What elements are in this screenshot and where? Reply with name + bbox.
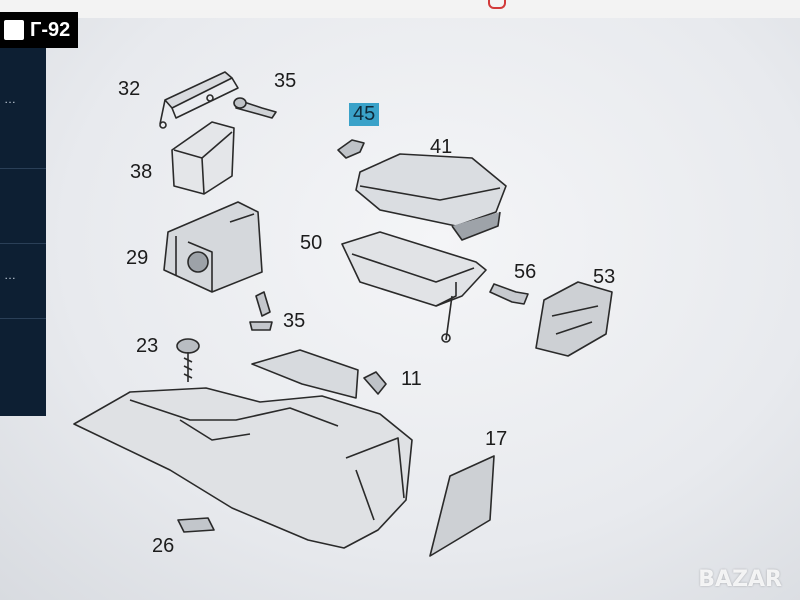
sidebar-divider <box>0 168 46 169</box>
menu-dots-icon[interactable]: … <box>4 92 17 106</box>
label-26: 26 <box>152 535 175 557</box>
label-35-top: 35 <box>274 70 297 92</box>
label-56: 56 <box>514 261 537 283</box>
part-50-tray <box>341 231 487 343</box>
part-29-mechanism <box>163 201 263 293</box>
price-tag: Г-92 <box>0 12 78 48</box>
label-53: 53 <box>593 266 616 288</box>
sidebar-divider <box>0 243 46 244</box>
part-26-clip <box>177 517 215 533</box>
label-45-highlight[interactable]: 45 <box>349 103 380 126</box>
close-tab-icon[interactable] <box>488 0 506 9</box>
label-38: 38 <box>130 161 153 183</box>
part-23-screw <box>176 338 200 382</box>
label-50: 50 <box>300 232 323 254</box>
label-32: 32 <box>118 78 141 100</box>
browser-top-strip <box>0 0 800 18</box>
part-53-bracket <box>535 281 613 357</box>
watermark-logo: BAZAR <box>698 567 782 592</box>
sidebar-panel: … … <box>0 18 46 416</box>
price-tag-label: Г-92 <box>30 19 71 41</box>
part-11-pad <box>251 349 387 399</box>
part-32-bracket <box>159 71 239 129</box>
label-41: 41 <box>430 136 453 158</box>
menu-dots-icon[interactable]: … <box>4 268 17 282</box>
part-41-lid <box>355 153 507 241</box>
label-29: 29 <box>126 247 149 269</box>
label-35-lower: 35 <box>283 310 306 332</box>
watermark-text: BAZAR <box>698 567 782 592</box>
sidebar-divider <box>0 318 46 319</box>
label-23: 23 <box>136 335 159 357</box>
part-56-screw <box>489 283 529 305</box>
part-38-box <box>171 121 235 195</box>
label-11: 11 <box>401 368 422 390</box>
part-17-panel <box>429 455 495 557</box>
part-45-clip <box>337 139 365 159</box>
part-35-screw-top <box>233 97 277 119</box>
part-35-screw-lower <box>249 291 273 331</box>
label-17: 17 <box>485 428 508 450</box>
console-base <box>73 387 413 549</box>
tag-square-icon <box>4 20 24 40</box>
